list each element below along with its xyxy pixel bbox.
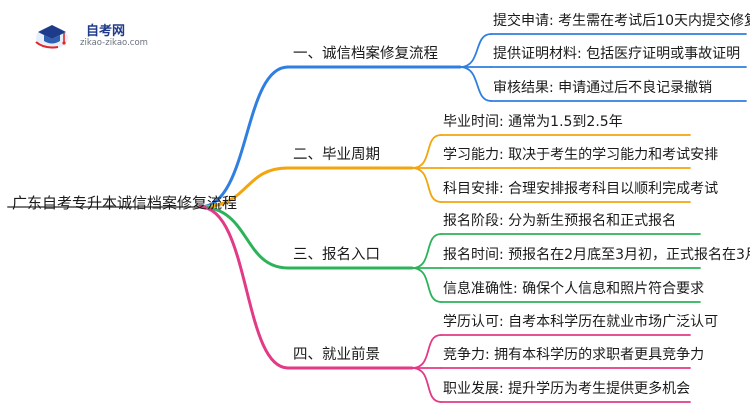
- branch-connector: [198, 166, 290, 209]
- branch-connector: [198, 205, 290, 270]
- leaf-label: 提供证明材料: 包括医疗证明或事故证明: [493, 46, 741, 62]
- branch-label: 三、报名入口: [293, 247, 380, 263]
- leaf-label: 学历认可: 自考本科学历在就业市场广泛认可: [443, 314, 719, 330]
- leaf-label: 竞争力: 拥有本科学历的求职者更具竞争力: [443, 347, 705, 363]
- branch-label: 一、诚信档案修复流程: [293, 46, 438, 62]
- leaf-label: 信息准确性: 确保个人信息和照片符合要求: [443, 281, 705, 297]
- leaf-label: 毕业时间: 通常为1.5到2.5年: [443, 114, 623, 130]
- leaf-connector: [411, 334, 442, 369]
- leaf-connector: [459, 33, 492, 68]
- logo-name: 自考网: [86, 24, 126, 39]
- leaf-label: 审核结果: 申请通过后不良记录撤销: [493, 80, 713, 96]
- leaf-label: 报名阶段: 分为新生预报名和正式报名: [443, 213, 677, 229]
- leaf-connector: [411, 167, 442, 203]
- leaf-connector: [411, 134, 442, 169]
- branch-connector: [198, 205, 290, 370]
- leaf-connector: [459, 66, 492, 102]
- leaf-label: 学习能力: 取决于考生的学习能力和考试安排: [443, 147, 719, 163]
- leaf-label: 职业发展: 提升学历为考生提供更多机会: [443, 381, 691, 397]
- logo-url: zikao-zikao.com: [80, 38, 148, 48]
- leaf-connector: [411, 367, 442, 403]
- leaf-label: 科目安排: 合理安排报考科目以顺利完成考试: [443, 181, 719, 197]
- logo: 自考网 zikao-zikao.com: [30, 18, 190, 52]
- root-topic: 广东自考专升本诚信档案修复流程: [12, 194, 238, 212]
- leaf-label: 提交申请: 考生需在考试后10天内提交修复申请: [493, 13, 750, 29]
- leaf-connector: [411, 233, 442, 269]
- leaf-connector: [411, 267, 442, 303]
- graduation-cap-icon: [35, 25, 68, 49]
- branch-connector: [198, 65, 290, 209]
- branch-label: 四、就业前景: [293, 347, 380, 363]
- branch-label: 二、毕业周期: [293, 147, 380, 163]
- leaf-label: 报名时间: 预报名在2月底至3月初，正式报名在3月中旬: [443, 247, 750, 263]
